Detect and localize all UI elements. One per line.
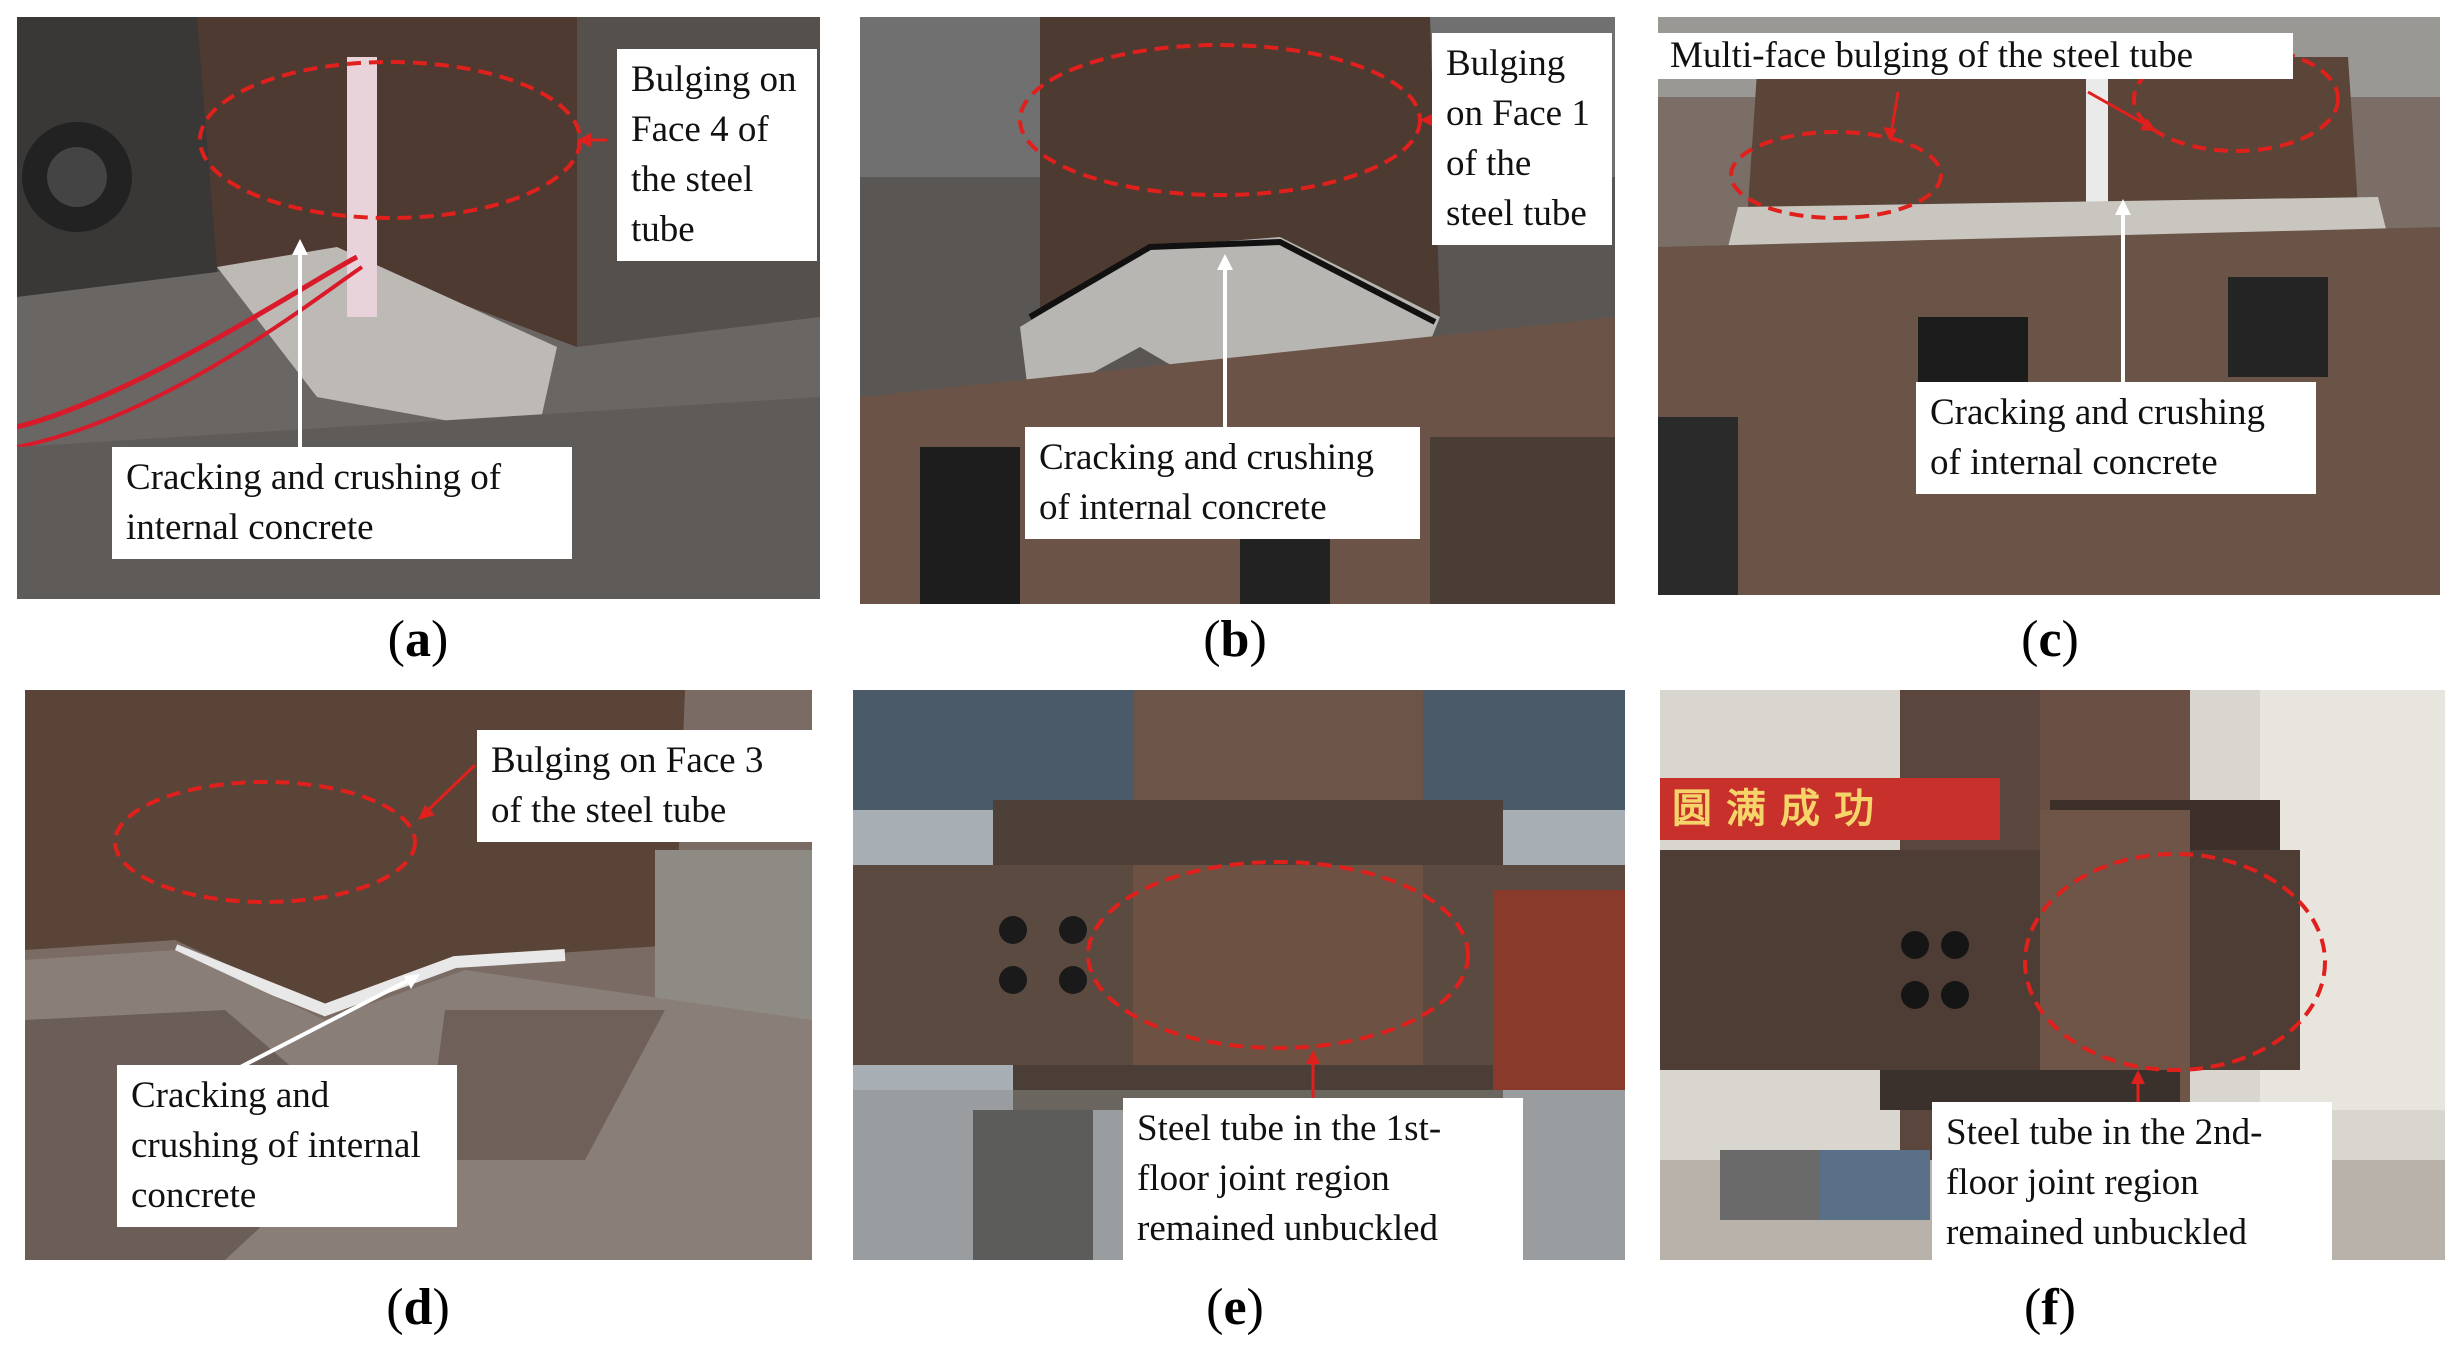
callout-bulging: Multi-face bulging of the steel tube <box>1658 33 2293 79</box>
banner-sign: 圆满成功 <box>1660 778 2000 840</box>
photo-c-image <box>1658 17 2440 595</box>
caption-d: (d) <box>386 1279 450 1336</box>
callout-bulging: Bulging on Face 3 of the steel tube <box>477 730 812 842</box>
caption-e: (e) <box>1206 1279 1264 1336</box>
callout-unbuckled: Steel tube in the 2nd-floor joint region… <box>1932 1102 2332 1260</box>
photo-panel-d: Bulging on Face 3 of the steel tube Crac… <box>25 690 812 1260</box>
photo-panel-c: Multi-face bulging of the steel tube Cra… <box>1658 17 2440 595</box>
photo-panel-f: 圆满成功 Steel tube in the 2nd-floor joint r… <box>1660 690 2445 1260</box>
caption-c: (c) <box>2021 611 2079 668</box>
callout-cracking: Cracking and crushing of internal concre… <box>1025 427 1420 539</box>
callout-cracking: Cracking and crushing of internal concre… <box>117 1065 457 1227</box>
photo-panel-b: Bulging on Face 1 of the steel tube Crac… <box>860 17 1615 604</box>
callout-bulging: Bulging on Face 1 of the steel tube <box>1432 33 1612 245</box>
callout-bulging: Bulging on Face 4 of the steel tube <box>617 49 817 261</box>
callout-cracking: Cracking and crushing of internal concre… <box>112 447 572 559</box>
callout-unbuckled: Steel tube in the 1st-floor joint region… <box>1123 1098 1523 1260</box>
banner-text: 圆满成功 <box>1672 786 1888 832</box>
caption-b: (b) <box>1203 611 1267 668</box>
caption-a: (a) <box>387 611 449 668</box>
photo-panel-a: Bulging on Face 4 of the steel tube Crac… <box>17 17 820 599</box>
callout-cracking: Cracking and crushing of internal concre… <box>1916 382 2316 494</box>
caption-f: (f) <box>2024 1279 2076 1336</box>
photo-panel-e: Steel tube in the 1st-floor joint region… <box>853 690 1625 1260</box>
